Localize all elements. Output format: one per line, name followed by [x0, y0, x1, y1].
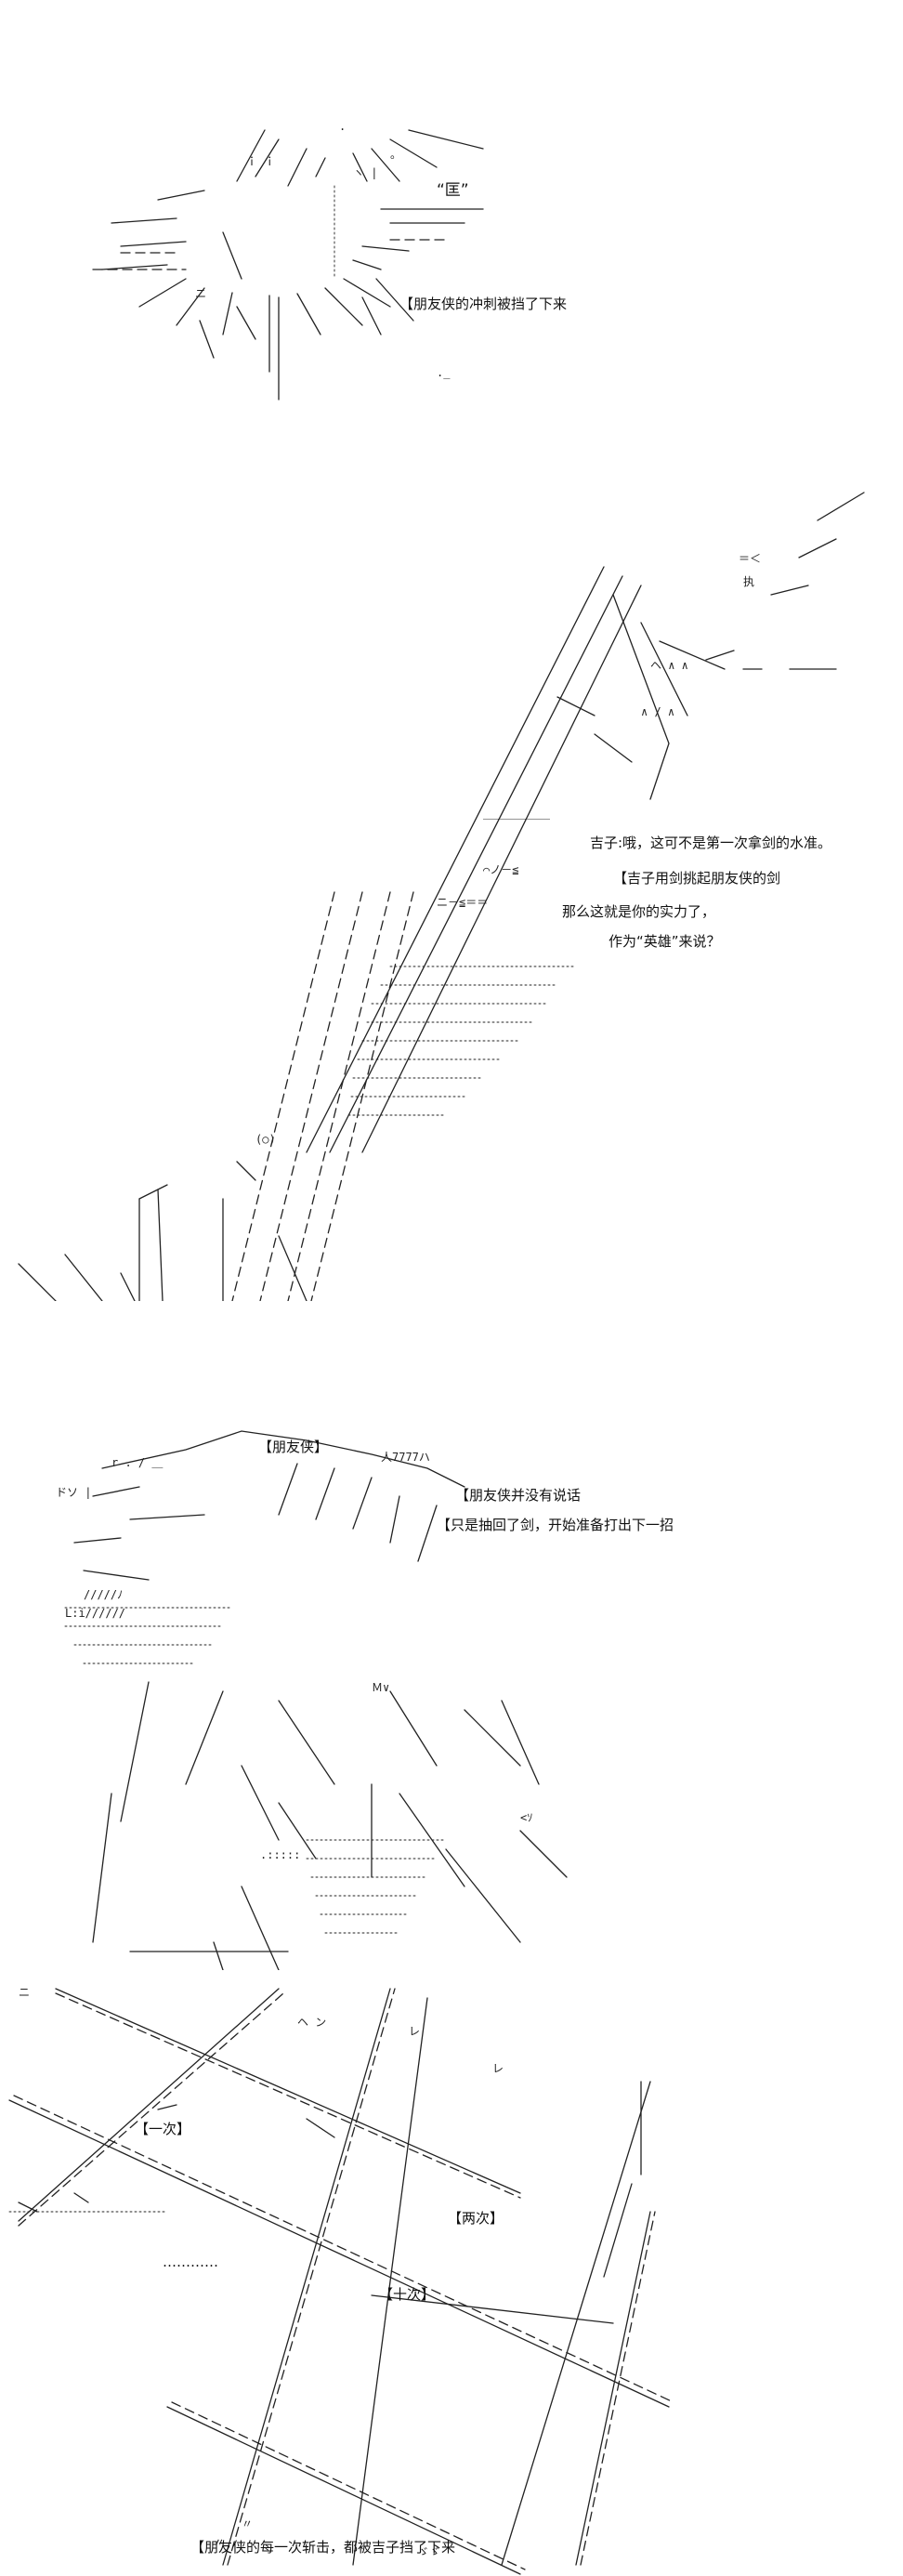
svg-text:ヘ ∧ ∧: ヘ ∧ ∧ [650, 659, 688, 672]
caption-silent: 【朋友侠并没有说话 [455, 1487, 582, 1504]
label-once: 【一次】 [135, 2121, 191, 2137]
svg-text:ヽ |: ヽ | [353, 166, 377, 179]
svg-text:ニ: ニ [195, 287, 206, 300]
svg-text:⌒ノ－≦: ⌒ノ－≦ [483, 863, 518, 876]
svg-text:レ: レ [492, 2062, 504, 2075]
svg-text:ドソ |: ドソ | [56, 1486, 91, 1499]
clash-burst-art: . 。 ｉ ｉ ヽ | ニ ._ [92, 120, 484, 401]
label-twice: 【两次】 [448, 2210, 504, 2227]
friend-man-art: r . / ＿ 人7777ハ ドソ | /////ﾉ L:i////// Ｍ∨ … [56, 1430, 568, 1970]
dialogue-yoshiko-1: 吉子:哦，这可不是第一次拿剑的水准。 [590, 835, 832, 851]
caption-sword-lift: 【吉子用剑挑起朋友侠的剑 [613, 870, 781, 887]
panel-1-clash: . 。 ｉ ｉ ヽ | ニ ._ “匡” 【朋友侠的冲刺被挡了下来 [0, 0, 903, 437]
svg-text:〃: 〃 [242, 2517, 253, 2530]
panel-4-slashes: ニヘ ン レレ 〃〃 ゞゞ 【一次】 【两次】 ………… 【十次】 【朋友侠的每… [0, 1970, 903, 2576]
ellipsis-text: ………… [163, 2254, 218, 2270]
panel-2-sword-lift: ＝＜ 执 ＿＿＿＿＿＿ ⌒ノ－≦ ニ－≦＝＝ (○) ヘ ∧ ∧ ∧ / ∧ 吉子… [0, 437, 903, 1301]
svg-text:ｉ ｉ: ｉ ｉ [246, 155, 275, 168]
svg-text:<ｿ: <ｿ [520, 1811, 532, 1824]
svg-text:ニ－≦＝＝: ニ－≦＝＝ [437, 896, 488, 909]
dialogue-yoshiko-3: 作为“英雄”来说？ [609, 933, 721, 950]
caption-next-move: 【只是抽回了剑，开始准备打出下一招 [437, 1517, 674, 1533]
dialogue-yoshiko-2: 那么这就是你的实力了， [562, 903, 716, 920]
svg-text:人7777ハ: 人7777ハ [381, 1451, 430, 1464]
svg-text:＝＜: ＝＜ [739, 552, 761, 565]
svg-text:〃: 〃 [214, 2536, 225, 2549]
svg-text:(○): (○) [255, 1133, 276, 1146]
sword-art: ＝＜ 执 ＿＿＿＿＿＿ ⌒ノ－≦ ニ－≦＝＝ (○) ヘ ∧ ∧ ∧ / ∧ [18, 492, 865, 1301]
svg-text:ニ: ニ [19, 1986, 30, 1999]
svg-text:L:i//////: L:i////// [65, 1607, 125, 1620]
caption-charge-blocked: 【朋友侠的冲刺被挡了下来 [399, 296, 568, 312]
svg-text:.:::::: .::::: [260, 1848, 300, 1861]
svg-text:＿＿＿＿＿＿: ＿＿＿＿＿＿ [483, 808, 550, 821]
panel-3-friend-man: r . / ＿ 人7777ハ ドソ | /////ﾉ L:i////// Ｍ∨ … [0, 1301, 903, 1970]
svg-text:r . / ＿: r . / ＿ [111, 1456, 163, 1469]
svg-text:∧ / ∧: ∧ / ∧ [641, 705, 674, 718]
svg-text:レ: レ [409, 2025, 420, 2038]
label-ten-times: 【十次】 [379, 2286, 436, 2303]
svg-text:。: 。 [390, 148, 401, 161]
svg-text:ゞゞ: ゞゞ [418, 2545, 440, 2558]
svg-text:.: . [339, 120, 346, 133]
clash-sound-effect: “匡” [437, 181, 469, 200]
name-tag-friend-man: 【朋友侠】 [258, 1439, 329, 1455]
svg-text:._: ._ [437, 366, 451, 379]
svg-text:Ｍ∨: Ｍ∨ [372, 1681, 389, 1694]
caption-all-blocked: 【朋友侠的每一次斩击，都被吉子挡了下来 [190, 2539, 456, 2556]
svg-text://///ﾉ: /////ﾉ [84, 1588, 123, 1601]
svg-text:执: 执 [743, 575, 754, 588]
svg-text:ヘ ン: ヘ ン [297, 2016, 326, 2029]
slash-lines-art: ニヘ ン レレ 〃〃 ゞゞ [8, 1986, 674, 2575]
